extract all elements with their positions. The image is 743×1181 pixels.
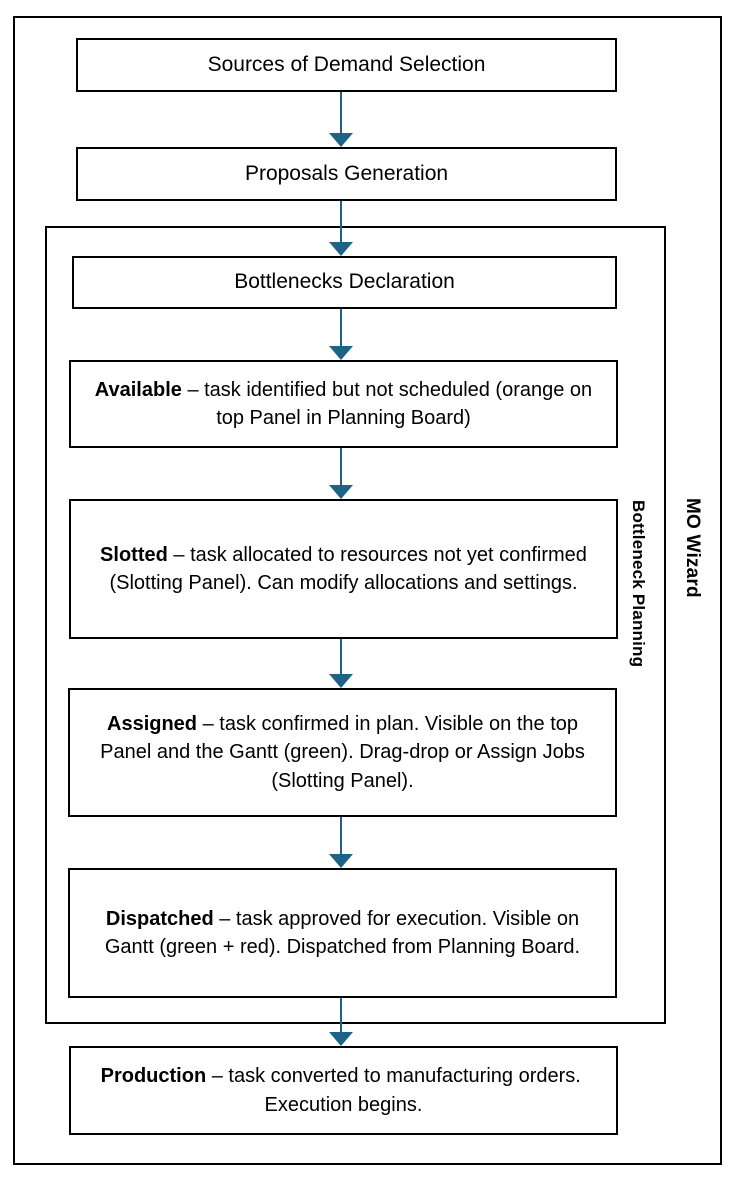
connector-proposals-to-bottlenecks xyxy=(340,201,342,245)
node-text: Production – task converted to manufactu… xyxy=(71,1062,616,1119)
node-text: Assigned – task confirmed in plan. Visib… xyxy=(70,710,615,795)
connector-assigned-to-dispatched xyxy=(340,817,342,855)
swimlane-mo-wizard xyxy=(13,16,722,1165)
arrow-down-icon xyxy=(329,242,353,256)
node-description: – task converted to manufacturing orders… xyxy=(206,1065,587,1116)
swimlane-bottleneck-planning xyxy=(45,226,666,1024)
arrow-down-icon xyxy=(329,485,353,499)
connector-slotted-to-assigned xyxy=(340,639,342,675)
connector-dispatched-to-production xyxy=(340,998,342,1034)
node-term: Dispatched xyxy=(105,907,214,930)
connector-sources-to-proposals xyxy=(340,92,342,136)
node-text: Dispatched – task approved for execution… xyxy=(70,905,615,962)
node-bottlenecks-declaration[interactable]: Bottlenecks Declaration xyxy=(72,256,617,309)
node-description: – task confirmed in plan. Visible on the… xyxy=(100,712,585,792)
node-text: Slotted – task allocated to resources no… xyxy=(71,541,616,598)
node-available[interactable]: Available – task identified but not sche… xyxy=(69,360,618,448)
node-sources-of-demand-selection[interactable]: Sources of Demand Selection xyxy=(76,38,617,92)
node-proposals-generation[interactable]: Proposals Generation xyxy=(76,147,617,201)
node-term: Assigned xyxy=(107,712,198,735)
arrow-down-icon xyxy=(329,1032,353,1046)
node-slotted[interactable]: Slotted – task allocated to resources no… xyxy=(69,499,618,639)
node-term: Production xyxy=(100,1065,207,1088)
node-label: Sources of Demand Selection xyxy=(207,52,486,76)
node-description: – task identified but not scheduled (ora… xyxy=(181,378,593,429)
connector-bottlenecks-to-available xyxy=(340,309,342,349)
arrow-down-icon xyxy=(329,674,353,688)
arrow-down-icon xyxy=(329,346,353,360)
node-dispatched[interactable]: Dispatched – task approved for execution… xyxy=(68,868,617,998)
arrow-down-icon xyxy=(329,854,353,868)
node-description: – task allocated to resources not yet co… xyxy=(109,543,587,594)
node-production[interactable]: Production – task converted to manufactu… xyxy=(69,1046,618,1135)
node-term: Slotted xyxy=(100,543,168,566)
connector-available-to-slotted xyxy=(340,448,342,488)
arrow-down-icon xyxy=(329,133,353,147)
node-description: – task approved for execution. Visible o… xyxy=(104,907,581,958)
node-label: Bottlenecks Declaration xyxy=(234,270,455,294)
node-assigned[interactable]: Assigned – task confirmed in plan. Visib… xyxy=(68,688,617,817)
node-label: Proposals Generation xyxy=(244,161,449,185)
node-term: Available xyxy=(94,378,182,401)
swimlane-label-bottleneck-planning: Bottleneck Planning xyxy=(629,500,648,668)
node-text: Available – task identified but not sche… xyxy=(71,376,616,433)
swimlane-label-mo-wizard: MO Wizard xyxy=(682,498,703,598)
